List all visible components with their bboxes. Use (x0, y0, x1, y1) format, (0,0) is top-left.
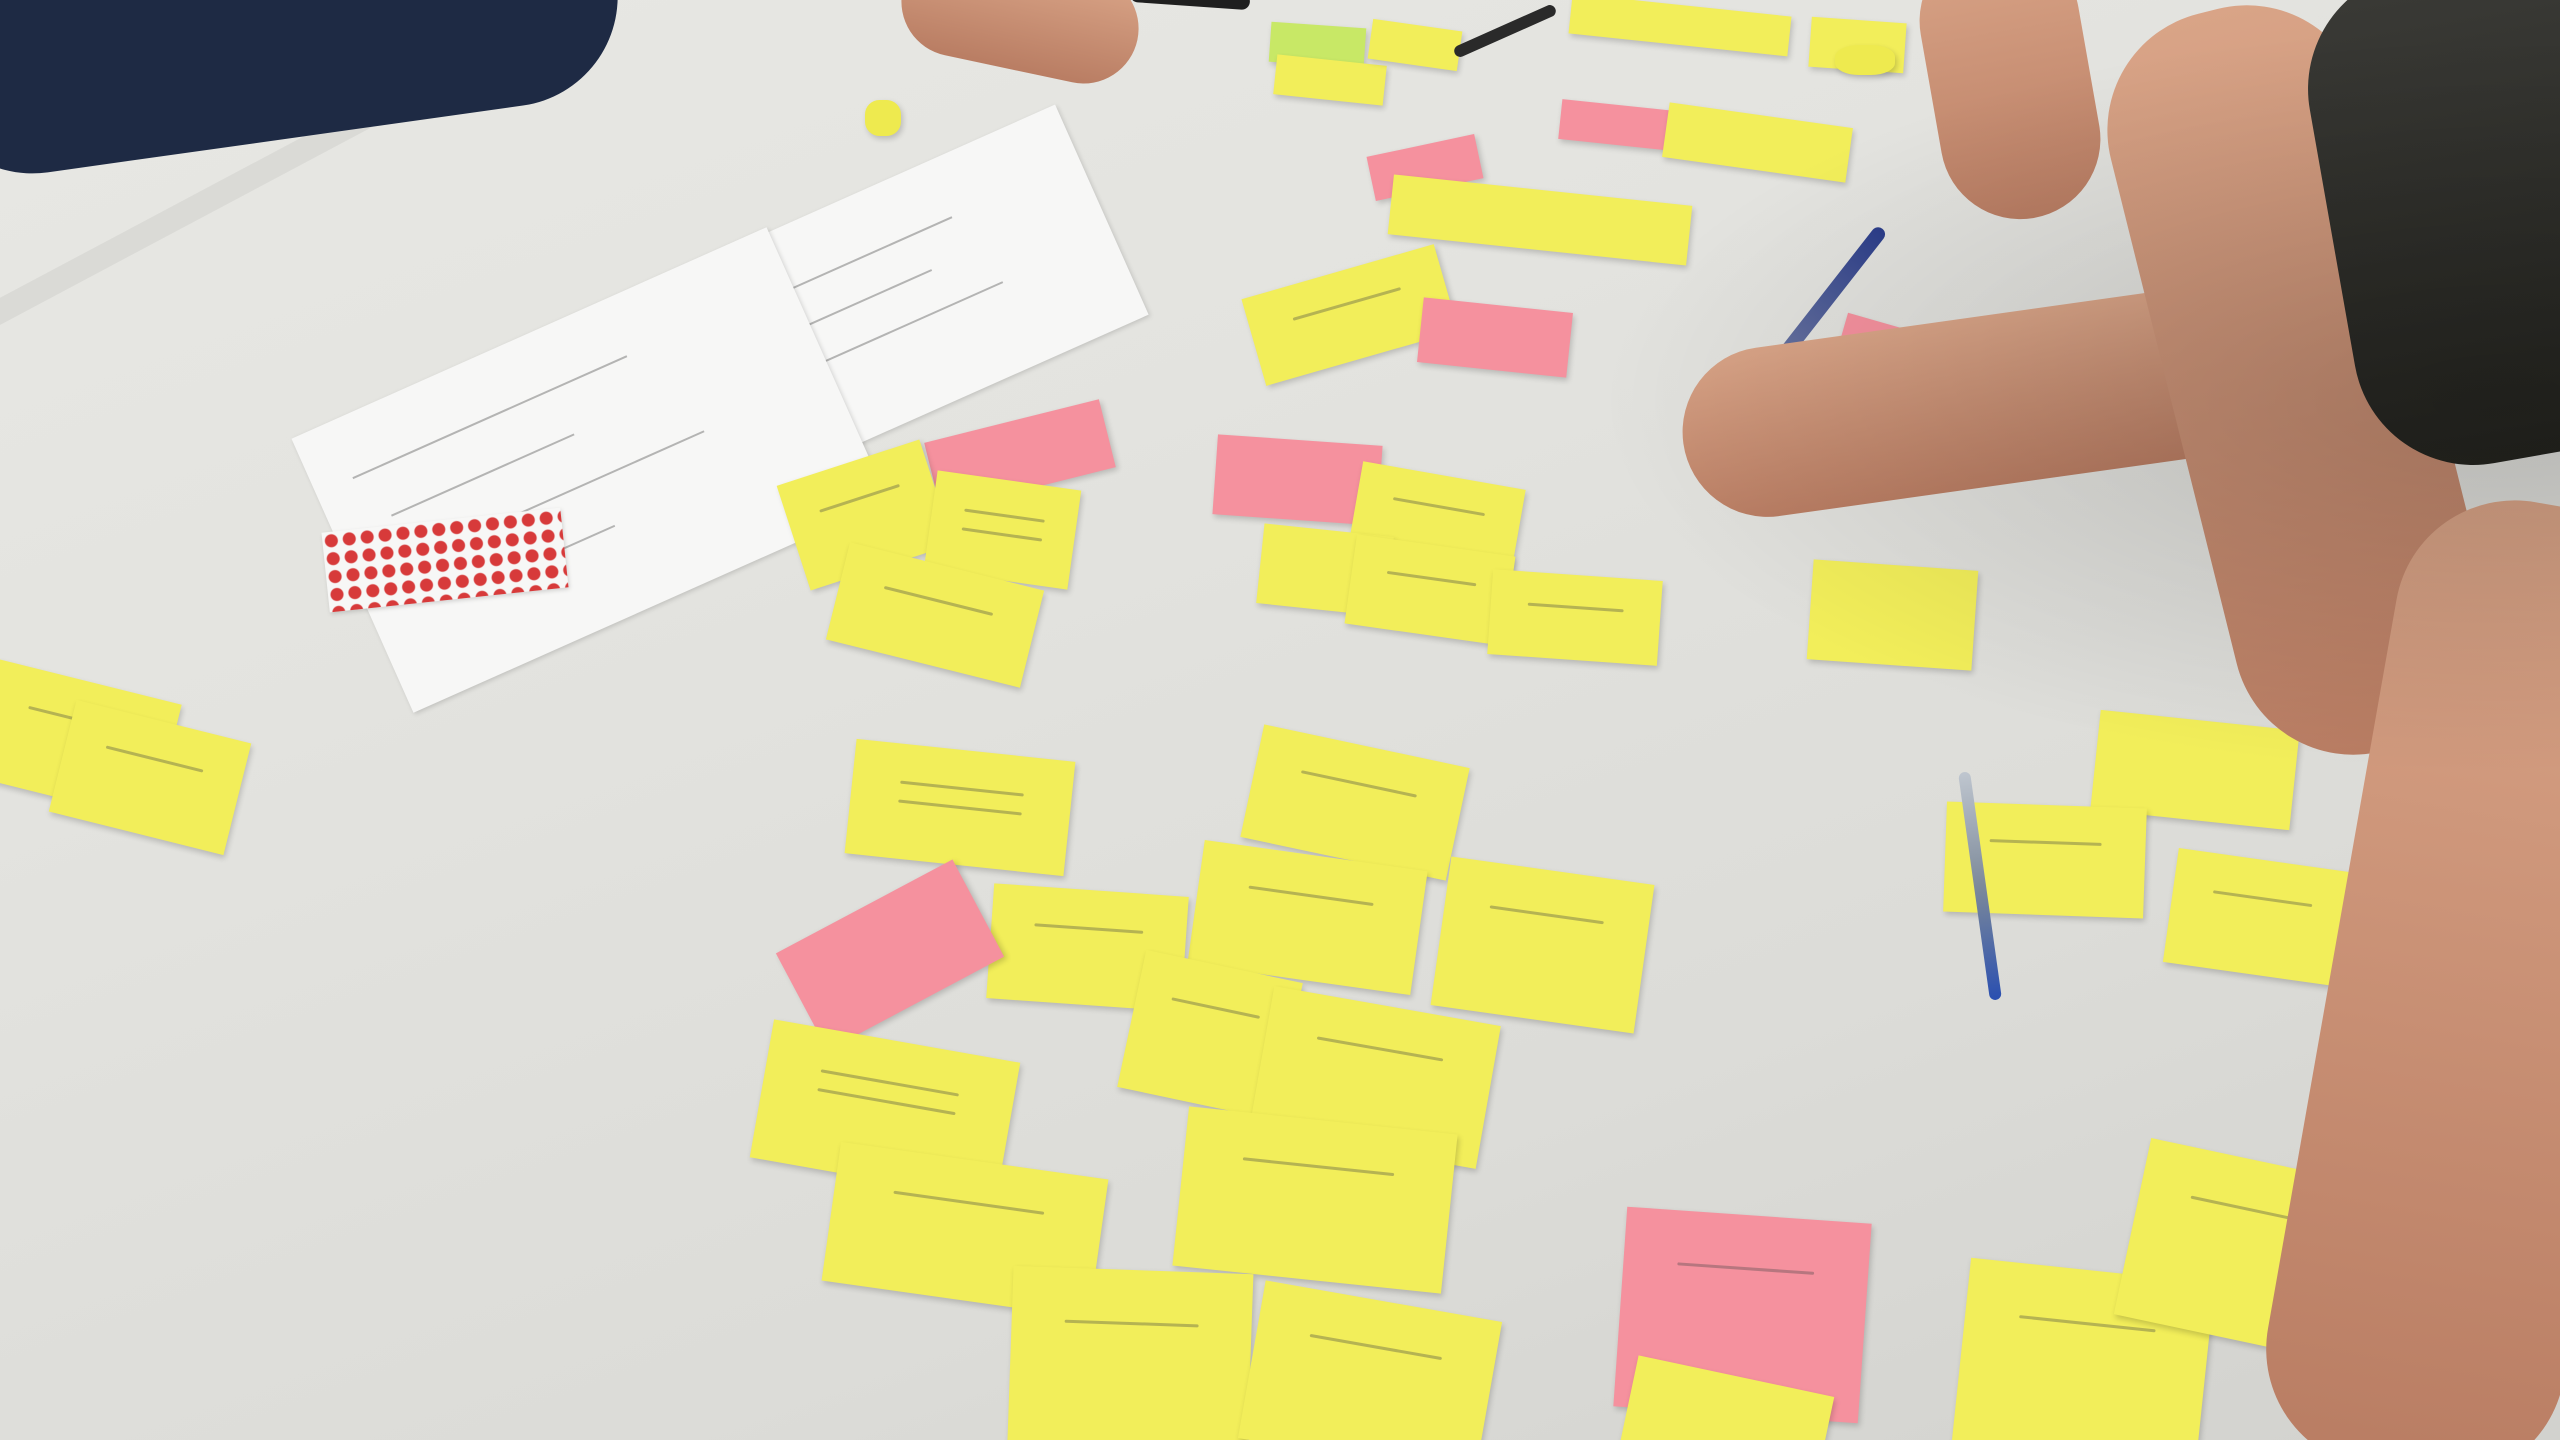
crumpled-note (865, 100, 901, 136)
crumpled-note (1835, 45, 1895, 75)
